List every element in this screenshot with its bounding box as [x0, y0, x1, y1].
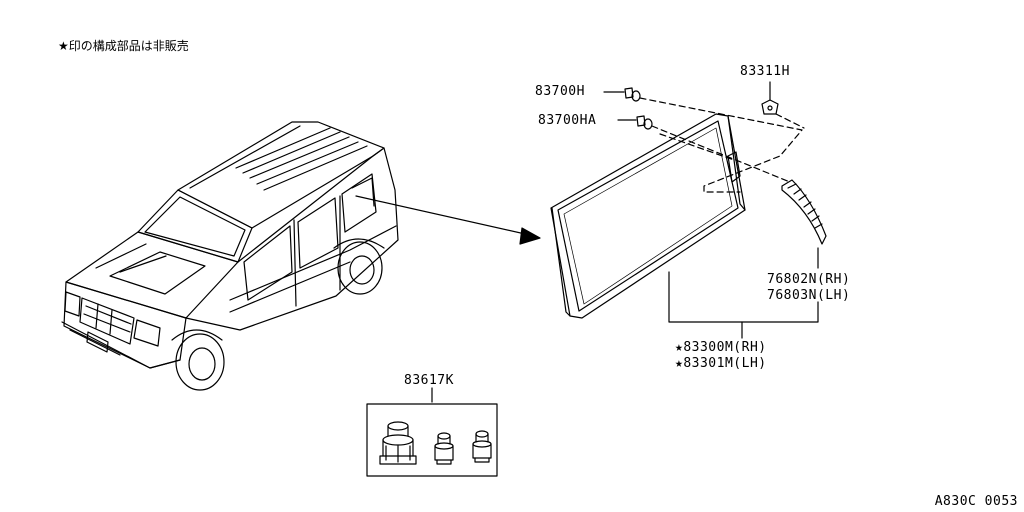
glass-bracket: [727, 151, 741, 183]
part-label-83300m: ★83300M(RH): [675, 340, 767, 355]
clip-83311h: [761, 81, 779, 115]
part-label-83617k: 83617K: [404, 373, 454, 388]
non-sale-note: ★印の構成部品は非販売: [58, 39, 189, 53]
pointer-arrow: [355, 195, 541, 245]
part-label-76803n: 76803N(LH): [767, 288, 851, 303]
assembly-lines: [639, 97, 805, 193]
part-label-83301m: ★83301M(LH): [675, 356, 767, 371]
diagram-code: A830C 0053: [934, 494, 1018, 509]
clip-83700ha: [617, 115, 653, 130]
leader-lines: [668, 247, 819, 339]
part-label-83700h: 83700H: [535, 84, 585, 99]
moulding-part: [781, 179, 827, 245]
vehicle-illustration: [61, 121, 399, 391]
grommet-kit: [366, 387, 498, 477]
part-label-76802n: 76802N(RH): [767, 272, 851, 287]
side-window-glass: [550, 113, 746, 319]
part-label-83700ha: 83700HA: [538, 113, 597, 128]
part-label-83311h: 83311H: [740, 64, 790, 79]
clip-83700h: [603, 87, 641, 102]
